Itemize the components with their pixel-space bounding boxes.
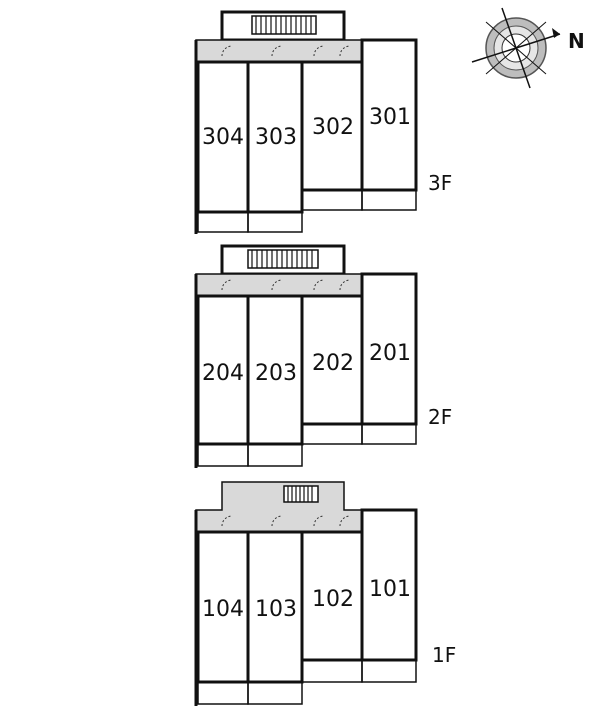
floor-3f: 304 303 302 301 3F	[194, 10, 452, 234]
unit-label-201: 201	[369, 341, 411, 366]
unit-label-102: 102	[312, 587, 354, 612]
unit-label-304: 304	[202, 125, 244, 150]
unit-301	[360, 38, 418, 192]
balcony	[197, 443, 249, 467]
balcony	[197, 681, 249, 705]
floor-2f: 204 203 202 201 2F	[194, 244, 452, 468]
unit-label-104: 104	[202, 597, 244, 622]
balcony	[197, 211, 249, 233]
stair-icon	[283, 485, 319, 503]
unit-label-103: 103	[255, 597, 297, 622]
balcony	[361, 659, 417, 683]
floor-1f: 104 103 102 101 1F	[194, 481, 456, 706]
unit-label-203: 203	[255, 361, 297, 386]
balcony	[247, 681, 303, 705]
unit-label-303: 303	[255, 125, 297, 150]
balcony	[301, 189, 363, 211]
entrance-hall	[195, 481, 363, 533]
balcony	[247, 443, 303, 467]
stair-icon	[251, 15, 317, 35]
balcony	[361, 423, 417, 445]
compass-rose-icon: N	[471, 7, 585, 89]
floor-label-3f: 3F	[428, 171, 452, 195]
compass-north-label: N	[568, 29, 585, 53]
corridor	[195, 273, 363, 297]
unit-label-301: 301	[369, 105, 411, 130]
unit-label-204: 204	[202, 361, 244, 386]
corridor	[195, 39, 363, 63]
stair-icon	[247, 249, 319, 269]
unit-101	[360, 508, 418, 662]
unit-label-202: 202	[312, 351, 354, 376]
balcony	[301, 423, 363, 445]
unit-303	[246, 60, 304, 214]
balcony	[361, 189, 417, 211]
floor-label-1f: 1F	[432, 643, 456, 667]
unit-102	[300, 530, 364, 662]
unit-label-302: 302	[312, 115, 354, 140]
floor-label-2f: 2F	[428, 405, 452, 429]
unit-label-101: 101	[369, 577, 411, 602]
balcony	[301, 659, 363, 683]
balcony	[247, 211, 303, 233]
